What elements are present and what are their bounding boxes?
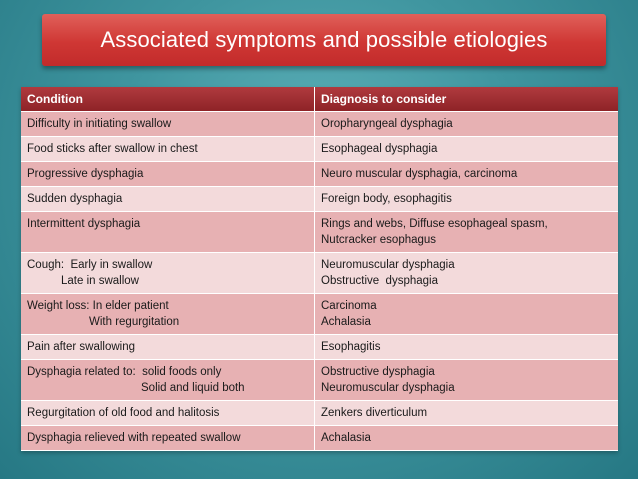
- diagnosis-text: Carcinoma: [321, 300, 377, 312]
- condition-text: Weight loss: In elder patient: [27, 300, 169, 312]
- diagnosis-text: Nutcracker esophagus: [321, 234, 437, 246]
- table-row: Regurgitation of old food and halitosis Z…: [21, 400, 618, 426]
- column-header-condition: Condition: [21, 87, 315, 112]
- condition-text: Progressive dysphagia: [27, 168, 144, 180]
- diagnosis-text: Foreign body, esophagitis: [321, 193, 452, 205]
- table-row: Intermittent dysphagia Rings and webs, Di…: [21, 211, 618, 253]
- diagnosis-cell: Zenkers diverticulum: [314, 400, 618, 426]
- diagnosis-cell: Esophagitis: [314, 334, 618, 360]
- condition-cell: Sudden dysphagia: [21, 186, 315, 212]
- condition-cell: Pain after swallowing: [21, 334, 315, 360]
- table-row: Progressive dysphagia Neuro muscular dysp…: [21, 161, 618, 187]
- diagnosis-text: Achalasia: [321, 432, 371, 444]
- diagnosis-text: Rings and webs, Diffuse esophageal spasm…: [321, 218, 548, 230]
- condition-text: Regurgitation of old food and halitosis: [27, 407, 220, 419]
- diagnosis-text: Neuro muscular dysphagia, carcinoma: [321, 168, 518, 180]
- diagnosis-text: Obstructive dysphagia: [321, 275, 438, 287]
- condition-text: With regurgitation: [89, 316, 180, 328]
- slide-title-bar: Associated symptoms and possible etiolog…: [42, 14, 606, 66]
- table-row: Sudden dysphagia Foreign body, esophagiti…: [21, 186, 618, 212]
- condition-cell: Food sticks after swallow in chest: [21, 136, 315, 162]
- condition-text: Sudden dysphagia: [27, 193, 123, 205]
- diagnosis-text: Obstructive dysphagia: [321, 366, 435, 378]
- condition-text: Pain after swallowing: [27, 341, 136, 353]
- condition-text: Dysphagia related to: solid foods only: [27, 366, 222, 378]
- diagnosis-cell: Rings and webs, Diffuse esophageal spasm…: [314, 211, 618, 253]
- condition-text: Solid and liquid both: [141, 382, 245, 394]
- diagnosis-text: Achalasia: [321, 316, 371, 328]
- diagnosis-text: Oropharyngeal dysphagia: [321, 118, 453, 130]
- condition-text: Cough: Early in swallow: [27, 259, 153, 271]
- diagnosis-cell: Achalasia: [314, 425, 618, 451]
- diagnosis-text: Esophagitis: [321, 341, 381, 353]
- diagnosis-text: Esophageal dysphagia: [321, 143, 438, 155]
- diagnosis-cell: Esophageal dysphagia: [314, 136, 618, 162]
- condition-text: Late in swallow: [61, 275, 139, 287]
- condition-cell: Progressive dysphagia: [21, 161, 315, 187]
- diagnosis-cell: Neuro muscular dysphagia, carcinoma: [314, 161, 618, 187]
- condition-cell: Intermittent dysphagia: [21, 211, 315, 253]
- table-row: Difficulty in initiating swallow Orophary…: [21, 111, 618, 137]
- condition-cell: Regurgitation of old food and halitosis: [21, 400, 315, 426]
- diagnosis-text: Neuromuscular dysphagia: [321, 382, 455, 394]
- diagnosis-text: Neuromuscular dysphagia: [321, 259, 455, 271]
- diagnosis-text: Zenkers diverticulum: [321, 407, 428, 419]
- table-row: Dysphagia relieved with repeated swallow…: [21, 425, 618, 451]
- table-row: Pain after swallowing Esophagitis: [21, 334, 618, 360]
- condition-cell: Difficulty in initiating swallow: [21, 111, 315, 137]
- condition-text: Food sticks after swallow in chest: [27, 143, 198, 155]
- condition-text: Difficulty in initiating swallow: [27, 118, 172, 130]
- condition-cell: Dysphagia relieved with repeated swallow: [21, 425, 315, 451]
- column-header-diagnosis: Diagnosis to consider: [314, 87, 618, 112]
- table-header-row: Condition Diagnosis to consider: [21, 87, 618, 112]
- diagnosis-cell: Foreign body, esophagitis: [314, 186, 618, 212]
- slide-title: Associated symptoms and possible etiolog…: [100, 27, 548, 52]
- table-body: Difficulty in initiating swallow Orophary…: [21, 111, 618, 451]
- condition-text: Intermittent dysphagia: [27, 218, 141, 230]
- diagnosis-cell: Oropharyngeal dysphagia: [314, 111, 618, 137]
- condition-text: Dysphagia relieved with repeated swallow: [27, 432, 241, 444]
- etiology-table: Condition Diagnosis to consider Difficul…: [21, 87, 618, 451]
- table-row: Food sticks after swallow in chest Esopha…: [21, 136, 618, 162]
